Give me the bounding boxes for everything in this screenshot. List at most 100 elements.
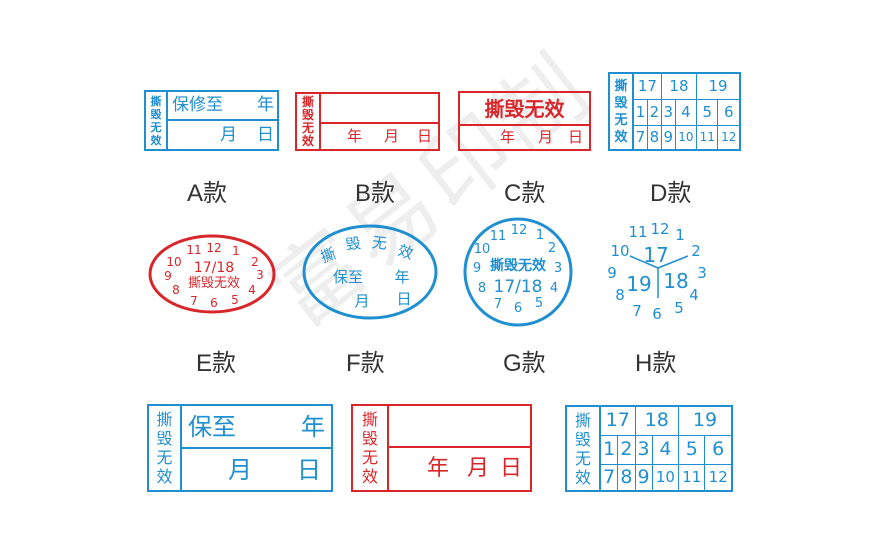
- blank-field: [320, 93, 439, 124]
- tear-char: 撕: [156, 410, 173, 429]
- destroy-char: 毁: [150, 107, 162, 121]
- day-text: 日: [499, 456, 522, 481]
- year-17: 17: [632, 72, 662, 100]
- f-month: 月: [354, 292, 369, 310]
- tear-char: 撕: [574, 410, 591, 430]
- year-19: 19: [696, 72, 741, 100]
- f-no: 无: [371, 233, 388, 252]
- no-char: 无: [614, 112, 628, 128]
- destroy-char: 毁: [614, 95, 628, 111]
- g-10: 10: [474, 242, 491, 257]
- year-text: 年: [301, 413, 325, 441]
- tear-char: 撕: [301, 94, 314, 109]
- g-3: 3: [554, 261, 562, 276]
- month-4: 4: [651, 434, 680, 465]
- tear-void-text: 撕毁无效: [484, 96, 565, 121]
- blank-field: [388, 405, 531, 448]
- effect-char: 效: [301, 133, 314, 148]
- e-9: 9: [164, 269, 172, 283]
- no-char: 无: [156, 448, 173, 467]
- destroy-char: 毁: [301, 107, 314, 122]
- month-4: 4: [674, 98, 698, 126]
- h-4: 4: [689, 286, 699, 304]
- keep-to-text: 保至: [188, 412, 236, 441]
- effect-char: 效: [574, 467, 591, 487]
- month-3: 3: [634, 434, 653, 465]
- f-keep-to: 保至: [333, 268, 363, 286]
- no-char: 无: [574, 448, 591, 468]
- e-10: 10: [166, 255, 181, 269]
- year-19: 19: [678, 405, 733, 436]
- g-4: 4: [550, 281, 558, 296]
- destroy-char: 毁: [574, 429, 591, 449]
- month-6: 6: [704, 434, 733, 465]
- month-2: 2: [647, 98, 662, 126]
- day-text: 日: [416, 127, 432, 145]
- e-8: 8: [172, 283, 180, 297]
- tear-char: 撕: [150, 94, 162, 108]
- year-17: 17: [599, 405, 636, 436]
- g-1718: 17/18: [494, 277, 543, 297]
- g-9: 9: [473, 261, 481, 276]
- label-b: B款: [355, 180, 396, 207]
- no-char: 无: [301, 120, 314, 135]
- g-7: 7: [494, 297, 502, 312]
- h-1: 1: [675, 226, 685, 244]
- day-text: 日: [567, 128, 583, 146]
- e-4: 4: [248, 283, 256, 297]
- e-3: 3: [256, 268, 264, 282]
- e-11: 11: [186, 243, 201, 257]
- f-day: 日: [396, 290, 411, 308]
- label-a: A款: [187, 180, 228, 207]
- h-7: 7: [632, 302, 642, 320]
- g-12: 12: [511, 223, 528, 238]
- e-1: 1: [232, 244, 240, 258]
- h-12: 12: [650, 220, 669, 238]
- sticker-g: 11 12 1 10 2 9 3 8 4 7 6 5 撕毁无效 17/18: [463, 217, 573, 327]
- destroy-char: 毁: [156, 429, 173, 448]
- h-5: 5: [674, 299, 684, 317]
- day-text: 日: [257, 125, 274, 145]
- year-text: 年: [427, 456, 450, 481]
- month-12: 12: [717, 124, 741, 151]
- sticker-d: 撕 毁 无 效 17 18 19 1 2 3 4 5 6 7 8 9 10 11…: [608, 72, 741, 151]
- month-12: 12: [704, 463, 733, 492]
- sticker-large-blue: 撕 毁 无 效 保至 年 月 日: [147, 404, 333, 492]
- sticker-large-grid: 撕 毁 无 效 17 18 19 1 2 3 4 5 6 7 8 9 10 11…: [565, 405, 733, 492]
- month-2: 2: [617, 434, 636, 465]
- month-text: 月: [467, 456, 490, 481]
- month-text: 月: [220, 125, 237, 145]
- f-effect: 效: [396, 241, 416, 263]
- g-11: 11: [490, 229, 507, 244]
- label-e: E款: [196, 350, 237, 377]
- e-12: 12: [206, 241, 221, 255]
- h-18: 18: [663, 269, 688, 293]
- no-char: 无: [150, 120, 162, 134]
- month-11: 11: [678, 463, 706, 492]
- g-5: 5: [535, 296, 543, 311]
- label-d: D款: [650, 180, 692, 207]
- h-6: 6: [652, 305, 662, 323]
- h-19: 19: [626, 272, 651, 296]
- f-tear: 撕: [318, 244, 338, 266]
- month-5: 5: [696, 98, 719, 126]
- month-9: 9: [634, 463, 653, 492]
- g-2: 2: [548, 241, 556, 256]
- e-5: 5: [231, 293, 239, 307]
- e-7: 7: [190, 294, 198, 308]
- g-8: 8: [478, 281, 486, 296]
- year-18: 18: [660, 72, 698, 100]
- month-5: 5: [678, 434, 706, 465]
- no-char: 无: [361, 448, 378, 467]
- f-destroy: 毁: [345, 234, 362, 254]
- sticker-f: 撕 毁 无 效 保至 年 月 日: [302, 224, 438, 320]
- year-text: 年: [500, 128, 516, 146]
- month-6: 6: [717, 98, 741, 126]
- day-text: 日: [297, 456, 321, 484]
- effect-char: 效: [614, 129, 628, 145]
- h-17: 17: [643, 243, 668, 267]
- month-10: 10: [651, 463, 680, 492]
- effect-char: 效: [150, 133, 162, 147]
- label-g: G款: [503, 350, 546, 377]
- effect-char: 效: [156, 467, 173, 486]
